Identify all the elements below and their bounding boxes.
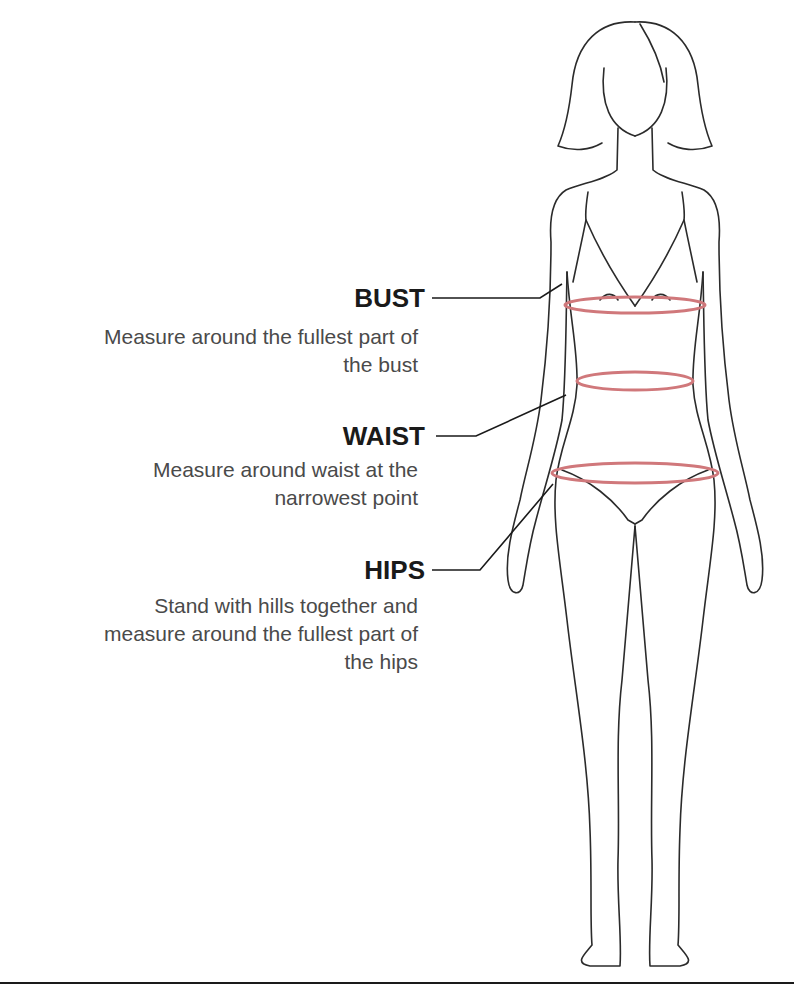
hips-band [552, 463, 718, 483]
measurement-heading: WAIST [343, 420, 425, 452]
leader-lines [432, 284, 566, 570]
bottom-rule [0, 982, 794, 984]
hips-leader [432, 484, 553, 570]
measure-bands [552, 297, 718, 483]
measurement-instruction: Stand with hills together and measure ar… [88, 592, 418, 676]
waist-leader [436, 395, 566, 436]
measurement-instruction: Measure around waist at the narrowest po… [88, 456, 418, 512]
hair-line [640, 24, 664, 82]
measurement-heading: HIPS [364, 554, 425, 586]
bust-leader [432, 284, 562, 298]
measurement-heading: BUST [354, 282, 425, 314]
measurement-instruction: Measure around the fullest part of the b… [88, 323, 418, 379]
figure-half [507, 22, 635, 966]
waist-band [577, 372, 693, 390]
bust-band [565, 297, 705, 313]
